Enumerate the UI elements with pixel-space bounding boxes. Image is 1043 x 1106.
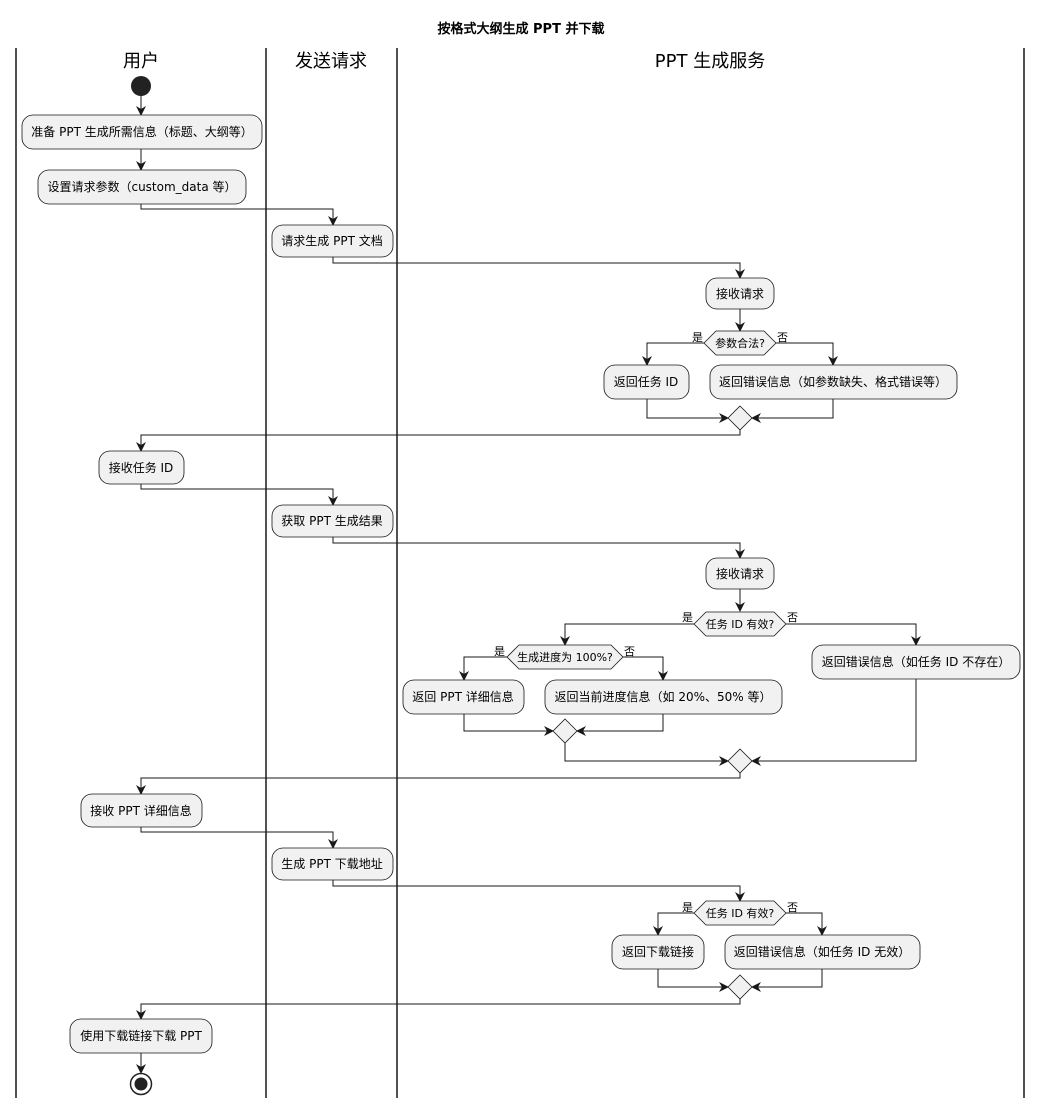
- branch-label-yes-1: 是: [692, 331, 703, 344]
- svg-text:获取 PPT 生成结果: 获取 PPT 生成结果: [281, 514, 382, 528]
- svg-text:任务 ID 有效?: 任务 ID 有效?: [706, 617, 775, 631]
- branch-label-no-3: 否: [624, 645, 635, 658]
- decision-task-id-valid-1: 任务 ID 有效?: [693, 611, 787, 637]
- svg-text:返回错误信息（如任务 ID 无效）: 返回错误信息（如任务 ID 无效）: [734, 944, 910, 959]
- svg-text:接收请求: 接收请求: [716, 286, 764, 301]
- action-return-detail: 返回 PPT 详细信息: [402, 679, 525, 715]
- action-receive-request-1: 接收请求: [705, 277, 775, 310]
- lane-header-user: 用户: [123, 51, 159, 72]
- action-get-result: 获取 PPT 生成结果: [271, 504, 394, 538]
- action-return-task-id: 返回任务 ID: [603, 364, 690, 400]
- svg-text:接收 PPT 详细信息: 接收 PPT 详细信息: [90, 803, 191, 818]
- action-set-params: 设置请求参数（custom_data 等）: [37, 169, 247, 205]
- svg-text:返回 PPT 详细信息: 返回 PPT 详细信息: [412, 689, 513, 704]
- action-request-generate: 请求生成 PPT 文档: [271, 224, 394, 258]
- svg-text:请求生成 PPT 文档: 请求生成 PPT 文档: [281, 233, 382, 248]
- lane-header-ppt-service: PPT 生成服务: [655, 51, 765, 72]
- branch-label-yes-4: 是: [682, 901, 693, 914]
- action-generate-url: 生成 PPT 下载地址: [271, 847, 394, 881]
- branch-label-no-4: 否: [787, 901, 798, 914]
- branch-label-no-1: 否: [777, 331, 788, 344]
- merge-diamond-4: [727, 974, 753, 1000]
- action-receive-request-2: 接收请求: [705, 557, 775, 590]
- svg-text:生成 PPT 下载地址: 生成 PPT 下载地址: [281, 857, 382, 871]
- svg-text:准备 PPT 生成所需信息（标题、大纲等）: 准备 PPT 生成所需信息（标题、大纲等）: [31, 124, 252, 139]
- svg-text:使用下载链接下载 PPT: 使用下载链接下载 PPT: [80, 1028, 202, 1043]
- svg-text:返回任务 ID: 返回任务 ID: [614, 374, 679, 389]
- lane-header-send-request: 发送请求: [295, 51, 367, 72]
- svg-text:返回下载链接: 返回下载链接: [622, 944, 694, 959]
- svg-text:接收任务 ID: 接收任务 ID: [109, 460, 174, 475]
- svg-text:生成进度为 100%?: 生成进度为 100%?: [517, 650, 613, 664]
- action-download: 使用下载链接下载 PPT: [69, 1018, 213, 1054]
- diagram-title: 按格式大纲生成 PPT 并下载: [438, 21, 605, 37]
- start-node: [131, 76, 151, 96]
- svg-text:返回错误信息（如参数缺失、格式错误等）: 返回错误信息（如参数缺失、格式错误等）: [719, 374, 947, 389]
- svg-text:参数合法?: 参数合法?: [715, 336, 765, 350]
- merge-diamond-1: [727, 405, 753, 431]
- decision-task-id-valid-2: 任务 ID 有效?: [693, 900, 787, 926]
- decision-params-valid: 参数合法?: [703, 330, 777, 356]
- svg-text:返回错误信息（如任务 ID 不存在）: 返回错误信息（如任务 ID 不存在）: [822, 654, 1010, 669]
- action-error-3: 返回错误信息（如任务 ID 无效）: [724, 934, 921, 970]
- svg-text:返回当前进度信息（如 20%、50% 等）: 返回当前进度信息（如 20%、50% 等）: [555, 689, 772, 704]
- branch-label-yes-2: 是: [682, 611, 693, 624]
- branch-label-yes-3: 是: [494, 645, 505, 658]
- action-error-1: 返回错误信息（如参数缺失、格式错误等）: [709, 364, 958, 400]
- decision-progress-complete: 生成进度为 100%?: [506, 644, 624, 670]
- flow-lines: [136, 96, 921, 1074]
- merge-diamond-2: [552, 718, 578, 744]
- action-receive-task-id: 接收任务 ID: [98, 450, 185, 485]
- action-return-link: 返回下载链接: [611, 934, 705, 970]
- action-prepare: 准备 PPT 生成所需信息（标题、大纲等）: [21, 114, 263, 150]
- svg-text:任务 ID 有效?: 任务 ID 有效?: [706, 906, 775, 920]
- action-receive-detail: 接收 PPT 详细信息: [80, 793, 203, 828]
- action-return-progress: 返回当前进度信息（如 20%、50% 等）: [544, 679, 783, 715]
- end-node: [129, 1072, 153, 1096]
- action-error-2: 返回错误信息（如任务 ID 不存在）: [811, 644, 1021, 680]
- svg-text:设置请求参数（custom_data 等）: 设置请求参数（custom_data 等）: [47, 179, 236, 194]
- svg-text:接收请求: 接收请求: [716, 566, 764, 581]
- branch-label-no-2: 否: [787, 611, 798, 624]
- merge-diamond-3: [727, 748, 753, 774]
